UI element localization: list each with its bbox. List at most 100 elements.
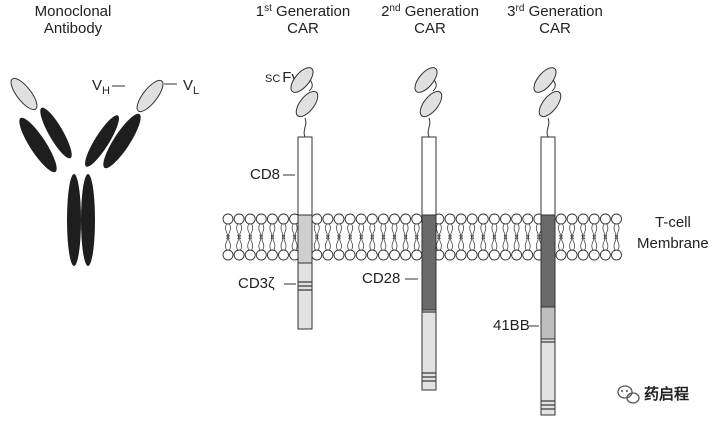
car3-title-line2: CAR xyxy=(539,20,571,37)
lipid-tail xyxy=(480,234,484,251)
lipid-tail xyxy=(272,234,276,251)
lipid-head xyxy=(344,249,356,261)
lipid-head xyxy=(377,249,389,261)
lipid-head xyxy=(488,213,500,225)
lipid-head xyxy=(244,213,256,225)
lipid-tail xyxy=(369,234,373,251)
lipid-head xyxy=(322,213,334,225)
lipid-tail xyxy=(583,234,587,251)
antibody-stem-left xyxy=(67,174,81,266)
lipid-tail xyxy=(339,234,342,251)
lipid-head xyxy=(522,249,534,261)
cd8-hinge-domain xyxy=(297,136,313,216)
lipid-tail xyxy=(236,234,239,251)
mab-title-line1: Monoclonal xyxy=(35,3,112,20)
lipid-tail xyxy=(436,234,439,251)
lipid-head xyxy=(455,249,467,261)
watermark: 药启程 xyxy=(617,385,689,404)
lipid-head xyxy=(466,213,478,225)
car2-title-line2: CAR xyxy=(414,20,446,37)
lipid-tail xyxy=(405,234,409,251)
cd3z-label: CD3ζ xyxy=(238,275,275,292)
wechat-icon xyxy=(617,385,640,404)
lipid-tail xyxy=(258,234,262,251)
lipid-tail xyxy=(402,234,406,251)
lipid-tail xyxy=(283,234,287,251)
lipid-head xyxy=(411,213,423,225)
lipid-head xyxy=(577,249,589,261)
lipid-tail xyxy=(316,234,320,251)
cd3z-domain xyxy=(421,309,437,391)
lipid-tail xyxy=(247,234,251,251)
lipid-tail xyxy=(269,234,273,251)
lipid-tail xyxy=(394,234,398,251)
car3-title-line1: 3rd Generation xyxy=(507,3,603,20)
lipid-tail xyxy=(461,234,464,251)
lipid-head xyxy=(555,249,567,261)
lipid-tail xyxy=(439,234,442,251)
lipid-head xyxy=(566,213,578,225)
car2-title-line1: 2nd Generation xyxy=(381,3,479,20)
scfv-linker xyxy=(546,117,550,138)
lipid-head xyxy=(377,213,389,225)
lipid-head xyxy=(255,249,267,261)
vh-label: VH xyxy=(92,77,110,97)
cd28-domain xyxy=(421,214,437,311)
lipid-tail xyxy=(358,234,362,251)
lipid-tail xyxy=(280,234,284,251)
scfv-vh-domain xyxy=(538,90,562,118)
cd8-label: CD8 xyxy=(250,166,280,183)
lipid-head xyxy=(278,249,289,261)
lipid-head xyxy=(400,213,412,225)
car-third-generation xyxy=(533,67,562,416)
lipid-tail xyxy=(613,234,617,251)
cd28-domain xyxy=(540,214,556,308)
lipid-tail xyxy=(491,234,495,251)
lipid-tail xyxy=(605,234,609,251)
lipid-head xyxy=(588,213,600,225)
lipid-head xyxy=(389,249,400,261)
lipid-tail xyxy=(602,234,606,251)
lipid-head xyxy=(577,213,589,225)
lipid-head xyxy=(244,249,256,261)
lipid-tail xyxy=(558,234,561,251)
lipid-head xyxy=(344,213,356,225)
lipid-head xyxy=(333,249,345,261)
lipid-tail xyxy=(350,234,353,251)
lipid-head xyxy=(278,213,289,225)
mab-title-line2: Antibody xyxy=(44,20,103,37)
lipid-tail xyxy=(502,234,506,251)
scfv-vh-domain xyxy=(419,90,443,118)
lipid-head xyxy=(488,249,500,261)
lipid-head xyxy=(511,249,523,261)
lipid-tail xyxy=(458,234,461,251)
cd28-label: CD28 xyxy=(362,270,400,287)
lipid-head xyxy=(366,213,378,225)
cd8-hinge-domain xyxy=(540,136,556,216)
watermark-text: 药启程 xyxy=(644,385,689,403)
lipid-head xyxy=(255,213,267,225)
lipid-head xyxy=(322,249,334,261)
lipid-tail xyxy=(516,234,520,251)
lipid-head xyxy=(611,213,622,225)
monoclonal-antibody xyxy=(10,77,177,266)
membrane-label-line1: T-cell xyxy=(655,214,691,231)
scfv-linker xyxy=(303,117,307,138)
lipid-head xyxy=(333,213,345,225)
lipid-head xyxy=(477,213,489,225)
scfv-hinge xyxy=(551,79,556,92)
lipid-tail xyxy=(561,234,564,251)
scfv-vh-domain xyxy=(295,90,319,118)
lipid-tail xyxy=(513,234,517,251)
scfv-linker xyxy=(427,117,431,138)
cd3z-domain xyxy=(297,262,313,330)
41bb-label: 41BB xyxy=(493,317,530,334)
scfv-hinge xyxy=(308,79,313,92)
car-first-generation xyxy=(290,67,319,330)
lipid-head xyxy=(555,213,567,225)
lipid-tail xyxy=(535,234,539,251)
lipid-tail xyxy=(372,234,376,251)
lipid-head xyxy=(477,249,489,261)
lipid-head xyxy=(588,249,600,261)
antibody-heavy-arm-left-inner xyxy=(40,107,72,159)
